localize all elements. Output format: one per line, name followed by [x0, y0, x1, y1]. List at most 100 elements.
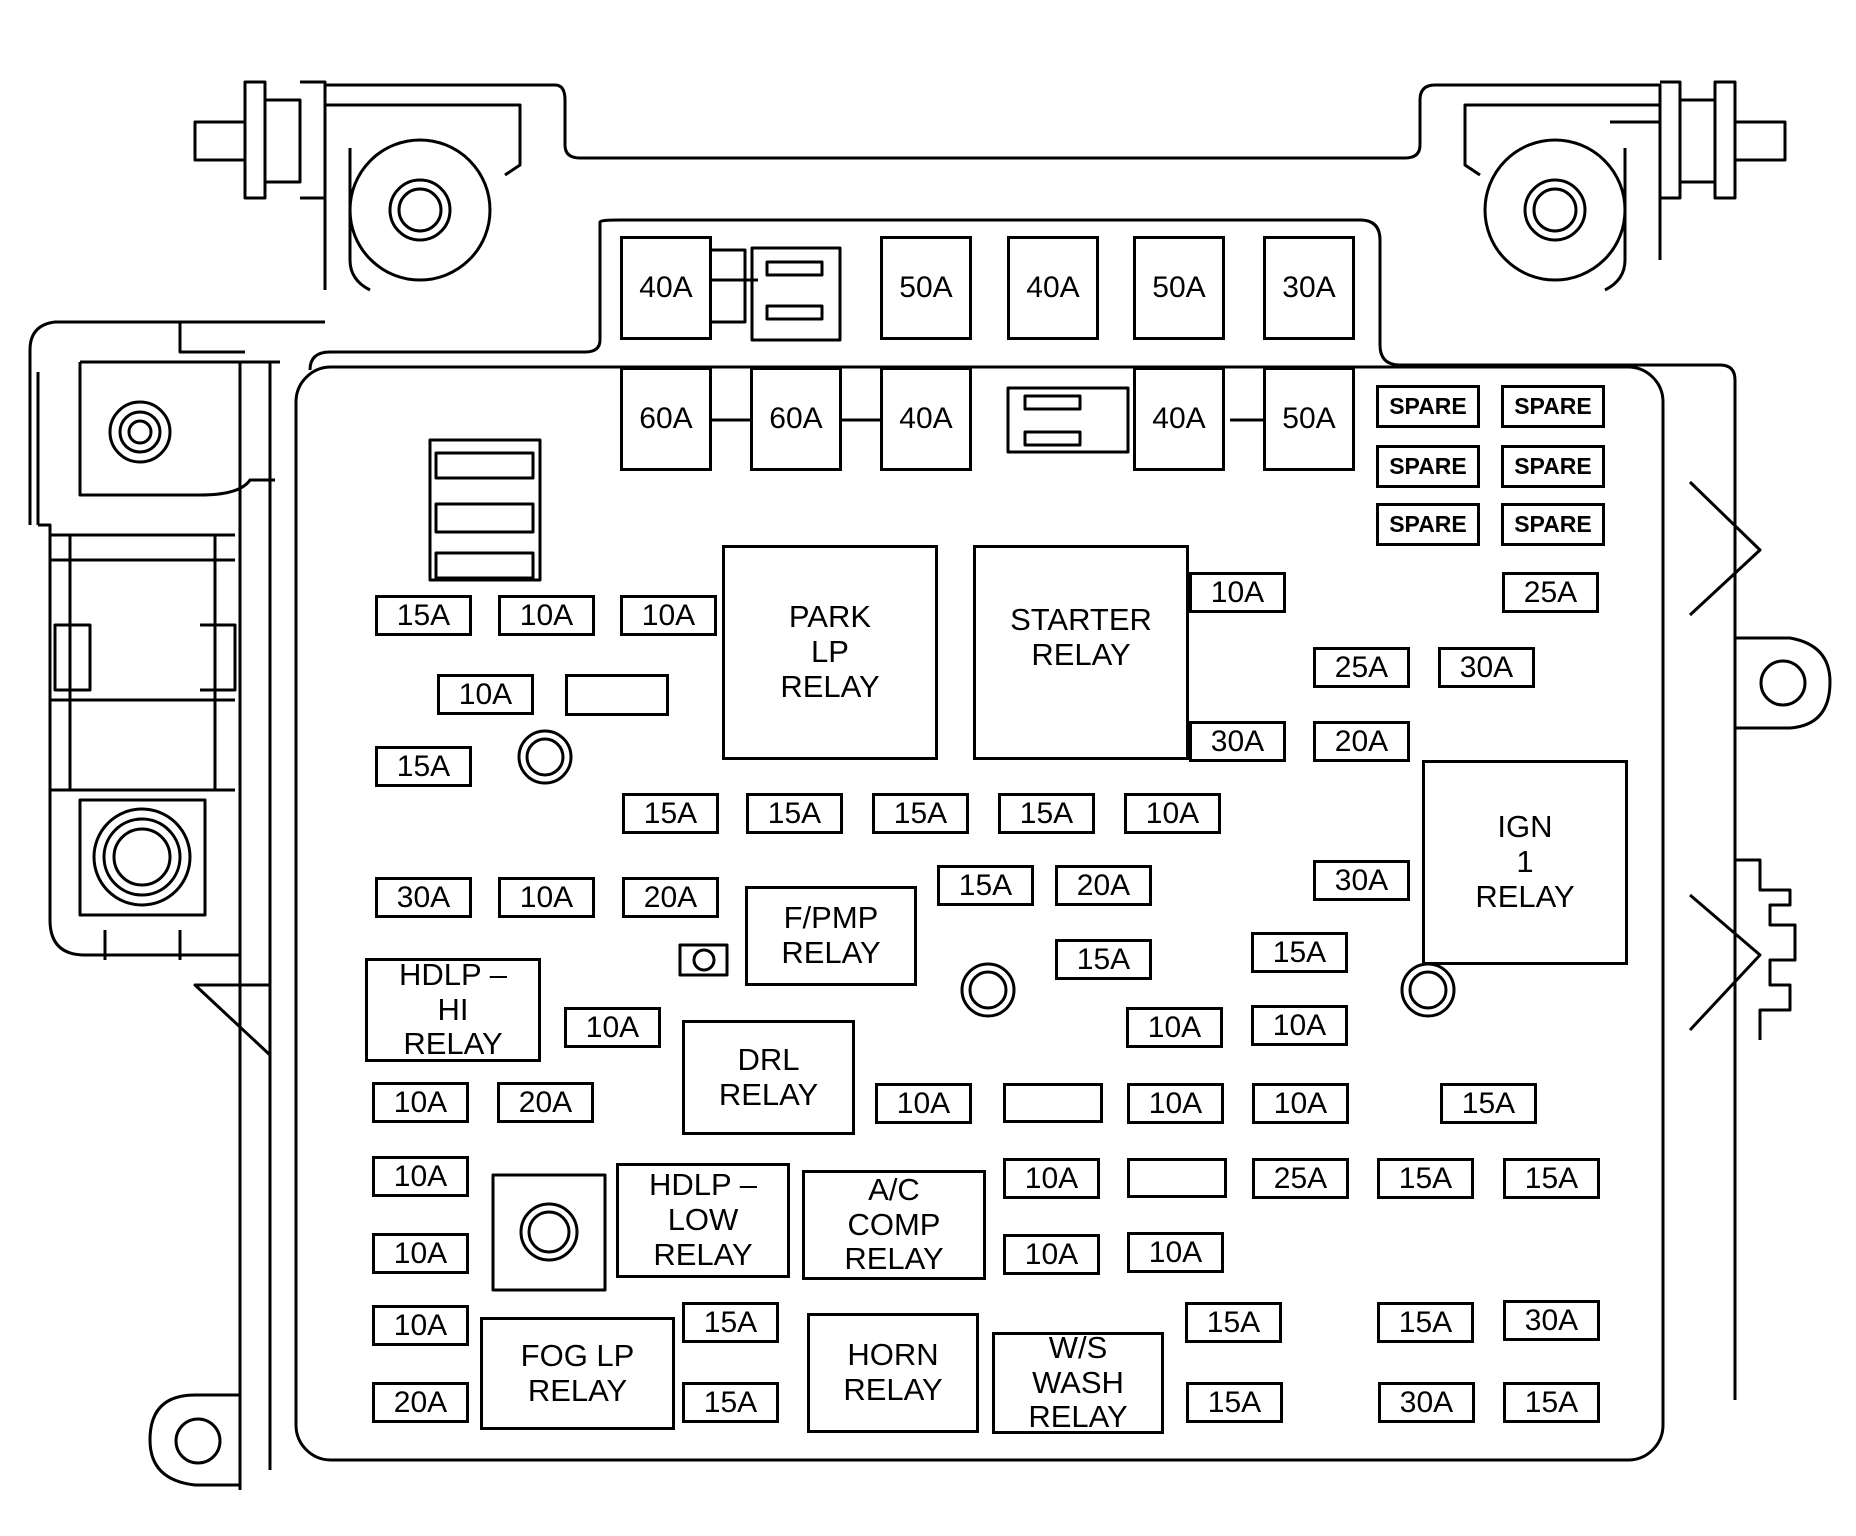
maxi-fuse-60a-1: 60A	[620, 367, 712, 471]
fuse-label: 15A	[396, 749, 451, 783]
relay-label: HORN RELAY	[843, 1337, 943, 1407]
fuse-label: 10A	[519, 880, 574, 914]
fuse-label: 20A	[1334, 724, 1389, 758]
fuse-label: 10A	[1024, 1161, 1079, 1195]
fuse-label: 10A	[641, 598, 696, 632]
maxi-fuse-50a-1: 50A	[880, 236, 972, 340]
fuse-25a: 25A	[1313, 647, 1410, 688]
fuse-15a: 15A	[1440, 1083, 1537, 1124]
maxi-fuse-label: 50A	[1152, 271, 1206, 304]
relay-label: PARK LP RELAY	[780, 599, 880, 704]
fuse-10a: 10A	[1003, 1234, 1100, 1275]
f-pmp-relay: F/PMP RELAY	[745, 886, 917, 986]
spare-label: SPARE	[1514, 511, 1592, 537]
fuse-20a: 20A	[1313, 721, 1410, 762]
fuse-10a: 10A	[1126, 1007, 1223, 1048]
fuse-15a: 15A	[1503, 1382, 1600, 1423]
maxi-fuse-40a-4: 40A	[1133, 367, 1225, 471]
fuse-label: 25A	[1273, 1161, 1328, 1195]
maxi-fuse-label: 60A	[769, 402, 823, 435]
ign-1-relay: IGN 1 RELAY	[1422, 760, 1628, 965]
fuse-30a: 30A	[1378, 1382, 1475, 1423]
maxi-fuse-label: 30A	[1282, 271, 1336, 304]
fuse-label: 15A	[1207, 1385, 1262, 1419]
maxi-fuse-label: 40A	[639, 271, 693, 304]
fuse-15a: 15A	[682, 1302, 779, 1343]
fuse-30a: 30A	[1438, 647, 1535, 688]
fuse-label: 10A	[1273, 1086, 1328, 1120]
fuse-25a: 25A	[1502, 572, 1599, 613]
fuse-15a: 15A	[1186, 1382, 1283, 1423]
maxi-fuse-40a-2: 40A	[1007, 236, 1099, 340]
ac-comp-relay: A/C COMP RELAY	[802, 1170, 986, 1280]
drl-relay: DRL RELAY	[682, 1020, 855, 1135]
maxi-fuse-40a-1: 40A	[620, 236, 712, 340]
spare-label: SPARE	[1514, 393, 1592, 419]
fuse-label: 30A	[1459, 650, 1514, 684]
fuse-label: 10A	[393, 1236, 448, 1270]
park-lp-relay: PARK LP RELAY	[722, 545, 938, 760]
spare-label: SPARE	[1389, 453, 1467, 479]
spare-fuse-slot: SPARE	[1376, 385, 1480, 428]
horn-relay: HORN RELAY	[807, 1313, 979, 1433]
fuse-15a: 15A	[682, 1382, 779, 1423]
fuse-30a: 30A	[375, 877, 472, 918]
empty-fuse-slot	[1127, 1158, 1227, 1198]
fuse-10a: 10A	[1124, 793, 1221, 834]
fuse-label: 15A	[703, 1305, 758, 1339]
maxi-fuse-50a-3: 50A	[1263, 367, 1355, 471]
fuse-label: 30A	[1210, 724, 1265, 758]
fuse-label: 10A	[393, 1159, 448, 1193]
fog-lp-relay: FOG LP RELAY	[480, 1317, 675, 1430]
fuse-20a: 20A	[497, 1082, 594, 1123]
maxi-fuse-label: 50A	[1282, 402, 1336, 435]
fuse-label: 30A	[1524, 1303, 1579, 1337]
hdlp-low-relay: HDLP – LOW RELAY	[616, 1163, 790, 1278]
fuse-label: 10A	[896, 1086, 951, 1120]
fuse-20a: 20A	[622, 877, 719, 918]
relay-label: A/C COMP RELAY	[844, 1171, 944, 1277]
fuse-label: 10A	[585, 1010, 640, 1044]
fuse-15a: 15A	[1251, 932, 1348, 973]
fuse-10a: 10A	[1127, 1083, 1224, 1124]
fuse-label: 20A	[518, 1085, 573, 1119]
empty-fuse-slot	[565, 674, 669, 716]
spare-label: SPARE	[1389, 393, 1467, 419]
relay-label: STARTER RELAY	[1010, 601, 1152, 672]
fuse-label: 10A	[1272, 1008, 1327, 1042]
maxi-fuse-30a: 30A	[1263, 236, 1355, 340]
fuse-label: 15A	[1076, 942, 1131, 976]
fuse-label: 15A	[1461, 1086, 1516, 1120]
fuse-label: 25A	[1334, 650, 1389, 684]
fuse-10a: 10A	[1252, 1083, 1349, 1124]
spare-fuse-slot: SPARE	[1376, 503, 1480, 546]
relay-label: HDLP – LOW RELAY	[649, 1167, 757, 1272]
hdlp-hi-relay: HDLP – HI RELAY	[365, 957, 541, 1062]
spare-fuse-slot: SPARE	[1501, 445, 1605, 488]
fuse-30a: 30A	[1189, 721, 1286, 762]
spare-fuse-slot: SPARE	[1501, 385, 1605, 428]
fuse-label: 20A	[643, 880, 698, 914]
fuse-15a: 15A	[872, 793, 969, 834]
fuse-10a: 10A	[437, 674, 534, 715]
fuse-label: 30A	[396, 880, 451, 914]
relay-label: FOG LP RELAY	[520, 1337, 635, 1408]
fuse-label: 30A	[1334, 863, 1389, 897]
fuse-label: 15A	[958, 868, 1013, 902]
fuse-label: 30A	[1399, 1385, 1454, 1419]
maxi-fuse-label: 40A	[899, 402, 953, 435]
fuse-label: 10A	[1145, 796, 1200, 830]
fuse-label: 25A	[1523, 575, 1578, 609]
spare-label: SPARE	[1514, 453, 1592, 479]
fuse-15a: 15A	[1055, 939, 1152, 980]
fuse-label: 10A	[1024, 1237, 1079, 1271]
fuse-label: 15A	[703, 1385, 758, 1419]
fuse-label: 15A	[643, 796, 698, 830]
fuse-label: 15A	[396, 598, 451, 632]
maxi-fuse-label: 40A	[1152, 402, 1206, 435]
fuse-30a: 30A	[1313, 860, 1410, 901]
fuse-10a: 10A	[1127, 1232, 1224, 1273]
fuse-10a: 10A	[1003, 1158, 1100, 1199]
